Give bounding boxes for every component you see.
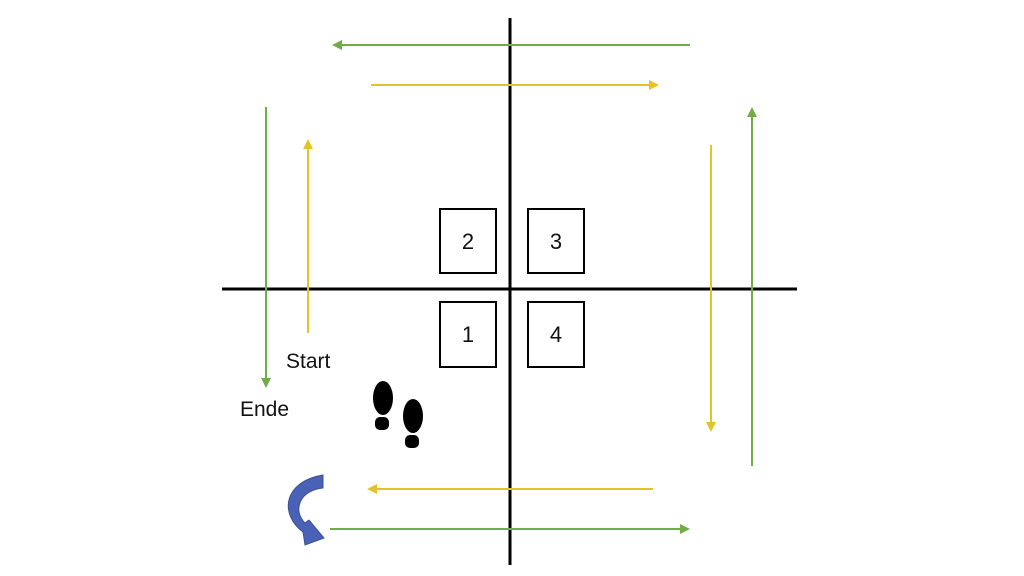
box-3: 3	[527, 208, 585, 274]
u-turn-arrow-icon	[287, 474, 325, 546]
footprints-icon	[373, 381, 423, 448]
svg-text:2: 2	[462, 229, 474, 254]
svg-text:3: 3	[550, 229, 562, 254]
box-1: 1	[439, 301, 497, 368]
svg-text:4: 4	[550, 322, 562, 347]
start-label: Start	[286, 350, 331, 373]
box-2: 2	[439, 208, 497, 274]
end-label: Ende	[240, 398, 289, 421]
svg-text:1: 1	[462, 322, 474, 347]
box-4: 4	[527, 301, 585, 368]
